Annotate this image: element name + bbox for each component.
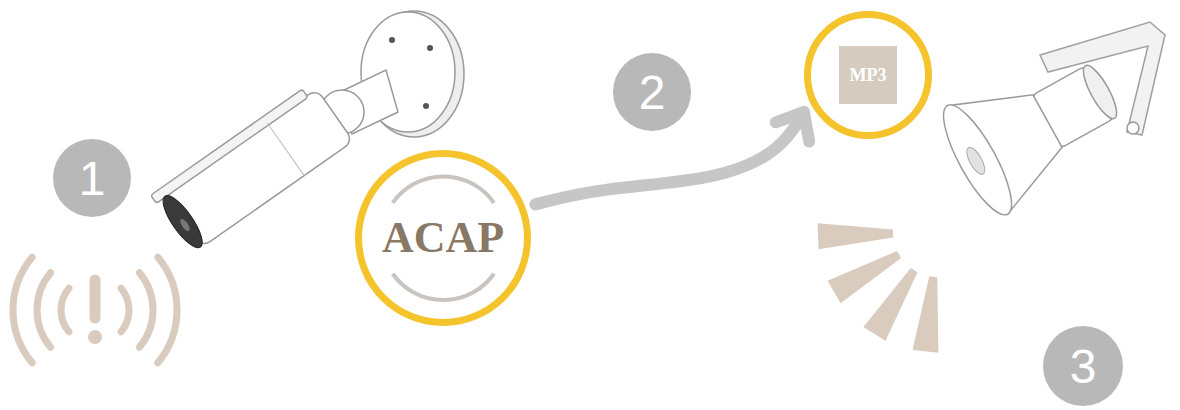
callout-circle: 3 bbox=[1043, 326, 1123, 406]
alarm-wave bbox=[37, 273, 51, 348]
flow-arrow bbox=[535, 112, 809, 204]
mount-screw bbox=[423, 103, 429, 109]
bracket-bolt bbox=[1127, 122, 1139, 134]
sound-ray bbox=[863, 268, 917, 341]
alarm-icon bbox=[13, 257, 177, 362]
sound-ray bbox=[818, 223, 894, 249]
mp3-file-icon: MP3 bbox=[839, 46, 897, 104]
alarm-dot bbox=[88, 330, 102, 344]
mount-screw bbox=[427, 45, 433, 51]
callout-number: 1 bbox=[79, 151, 106, 206]
alarm-wave bbox=[13, 257, 32, 362]
node-text: MP3 bbox=[850, 65, 887, 86]
speaker-group bbox=[932, 33, 1138, 222]
badge-arc bbox=[392, 176, 493, 202]
camera-seam bbox=[267, 123, 304, 175]
acap-badge: ACAP bbox=[355, 150, 532, 327]
alarm-mark bbox=[90, 280, 101, 318]
camera-lens bbox=[157, 191, 209, 253]
camera-sunshield bbox=[151, 89, 308, 203]
horn-throat bbox=[963, 145, 988, 177]
alarm-wave bbox=[158, 257, 177, 362]
arrow-head bbox=[776, 112, 809, 142]
camera-body-group bbox=[151, 82, 354, 254]
alarm-wave bbox=[139, 273, 153, 348]
mp3-badge: MP3 bbox=[804, 11, 932, 139]
speaker-cap bbox=[1078, 61, 1123, 122]
callout-circle: 1 bbox=[53, 139, 131, 217]
callout-number: 2 bbox=[639, 65, 666, 120]
alarm-wave bbox=[61, 288, 69, 332]
lens-glint bbox=[178, 218, 191, 233]
node-label: MP3 bbox=[850, 65, 887, 86]
mount-screw bbox=[389, 37, 395, 43]
sound-ray bbox=[913, 276, 939, 352]
horn-mouth bbox=[932, 97, 1024, 223]
node-label: ACAP bbox=[382, 212, 504, 263]
callout-number: 3 bbox=[1070, 339, 1097, 394]
alarm-wave bbox=[121, 288, 129, 332]
callout-circle: 2 bbox=[613, 53, 691, 131]
badge-arc bbox=[392, 273, 493, 299]
node-text: ACAP bbox=[382, 212, 504, 263]
